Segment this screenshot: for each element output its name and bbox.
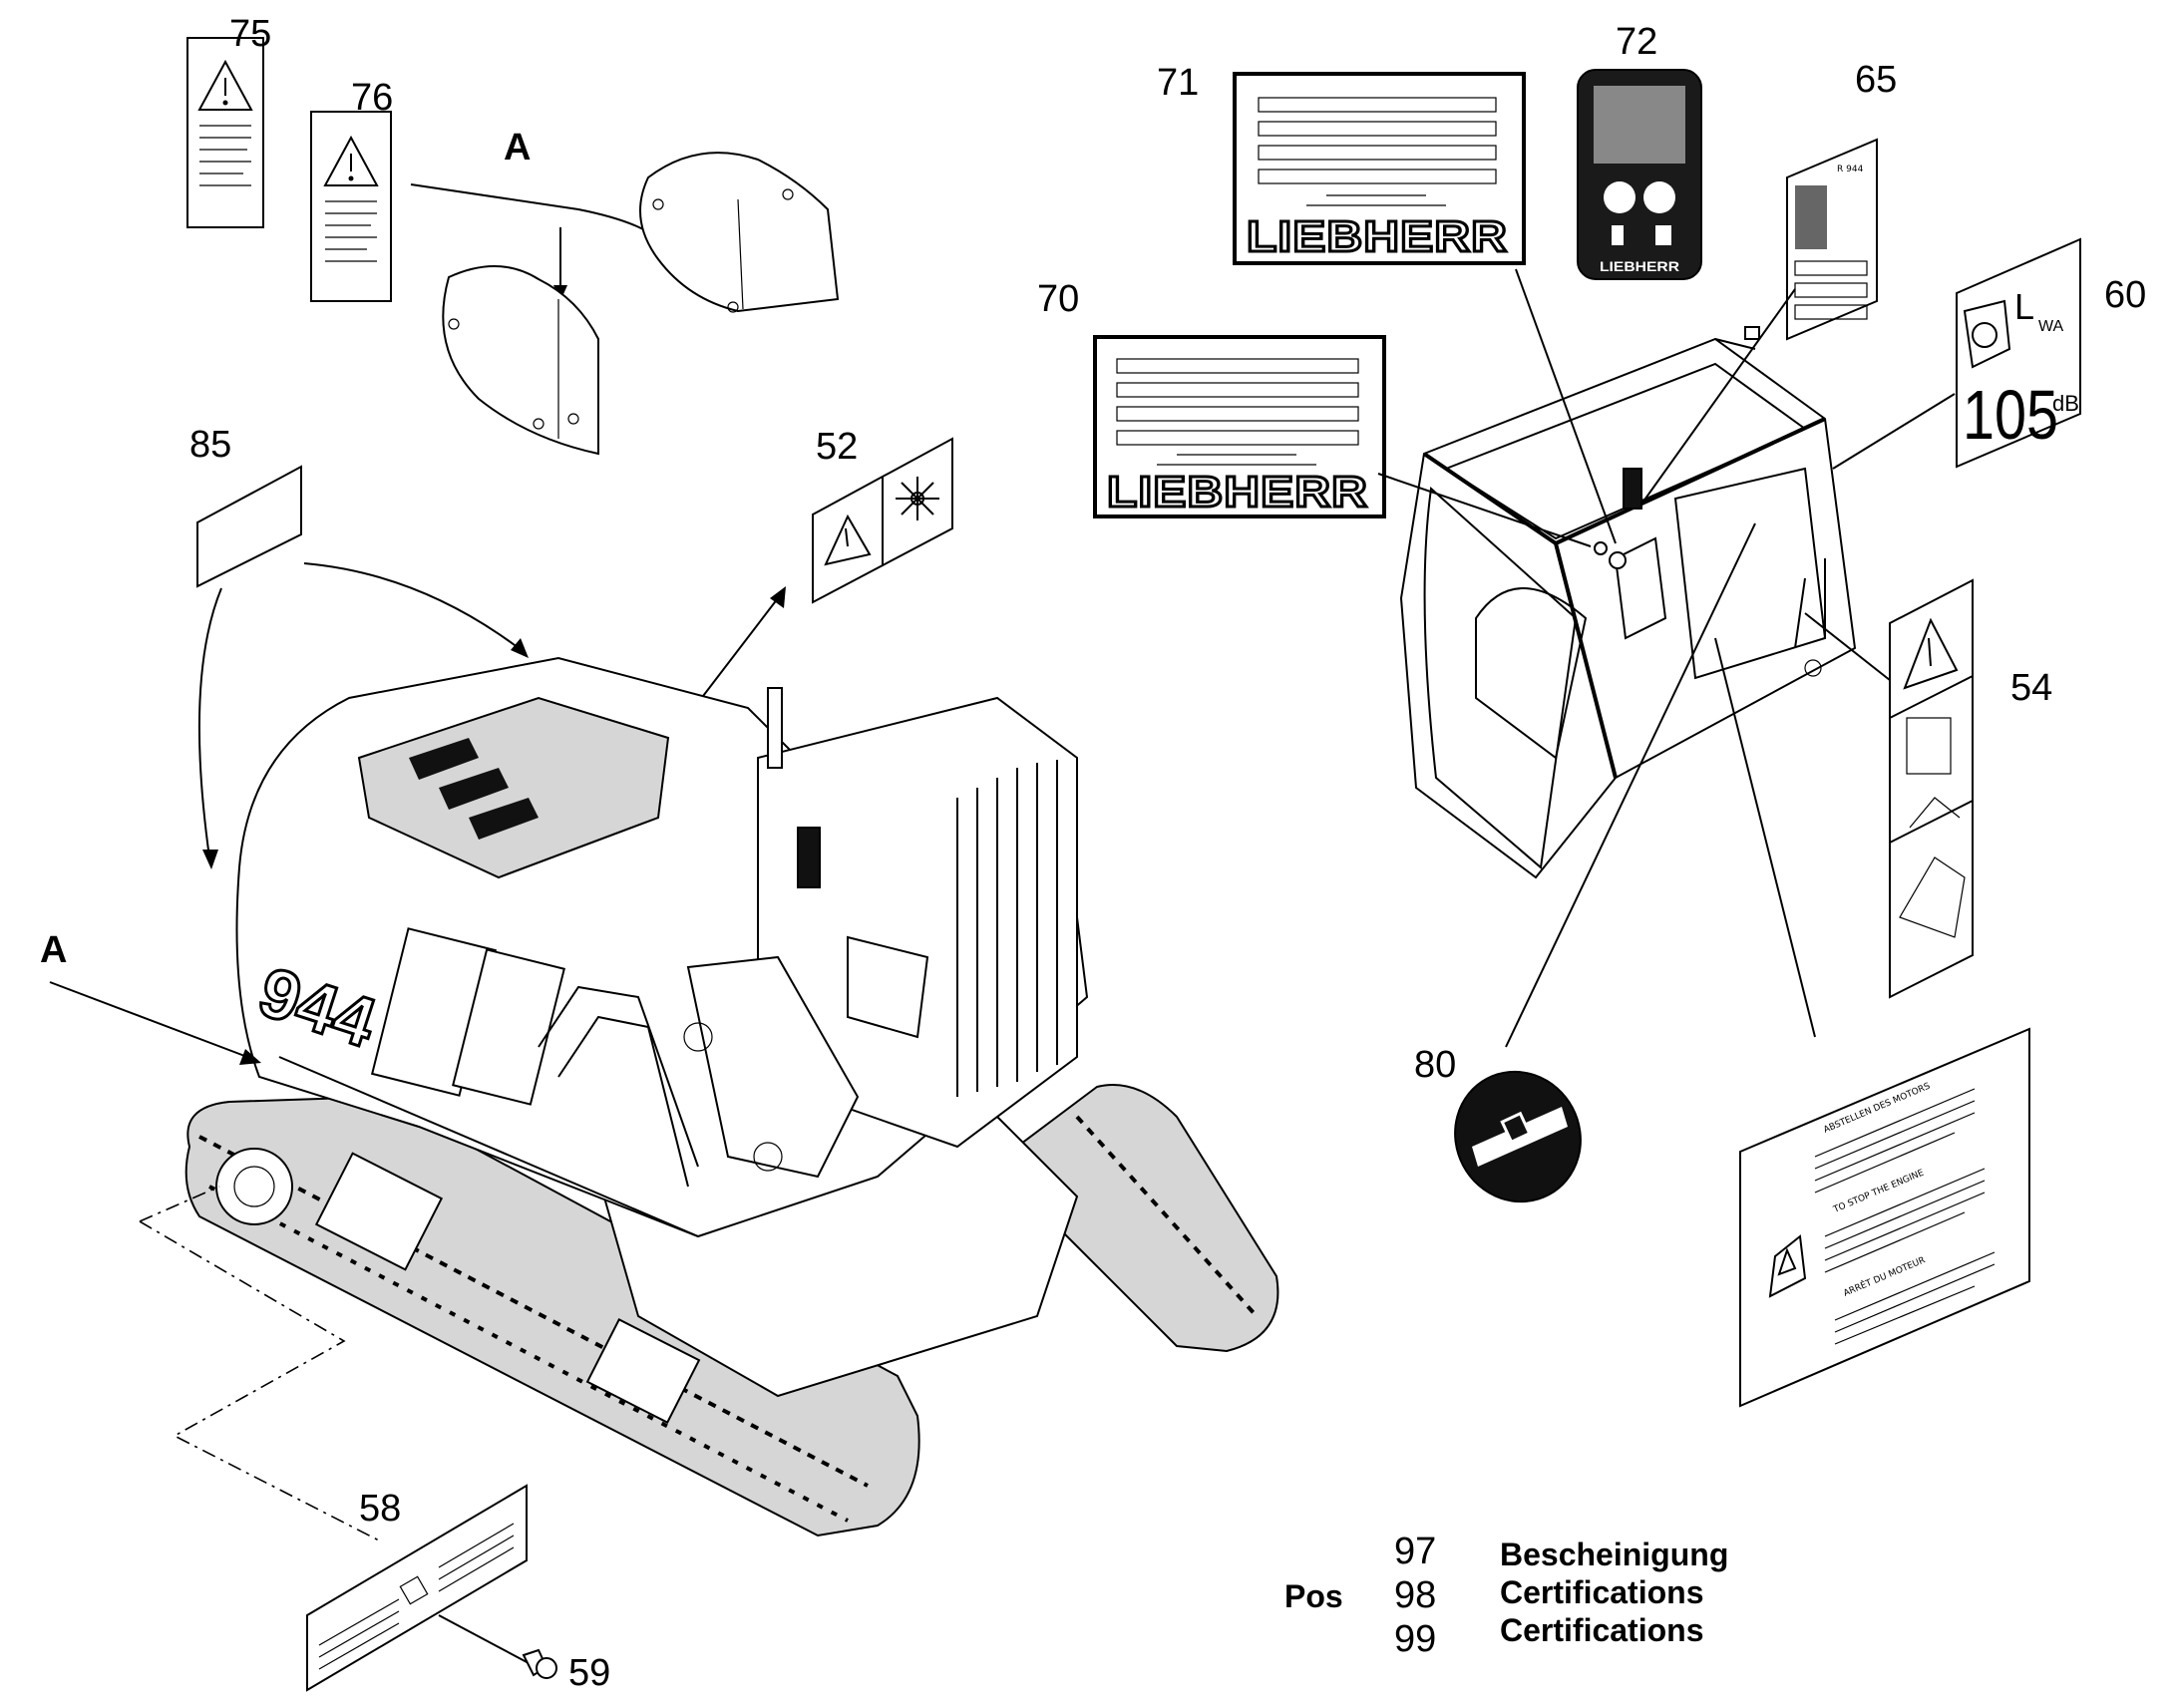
- svg-text:LIEBHERR: LIEBHERR: [1600, 258, 1679, 274]
- decal-80: [1454, 1070, 1582, 1203]
- decal-54: [1889, 578, 1974, 999]
- guard-plate-lower: [442, 265, 599, 456]
- callout-65: 65: [1855, 59, 1897, 101]
- legend-num-98: 98: [1394, 1574, 1436, 1616]
- legend-num-99: 99: [1394, 1618, 1436, 1660]
- cab-illustration: [1399, 326, 1857, 879]
- plate-85: [196, 465, 302, 588]
- warning-sheet-75: [186, 37, 264, 228]
- legend-text-97: Bescheinigung: [1500, 1537, 1728, 1572]
- warning-sheet-76: [310, 111, 392, 302]
- svg-text:WA: WA: [2038, 318, 2064, 335]
- callout-70: 70: [1037, 278, 1079, 320]
- plate-71: LIEBHERR: [1233, 72, 1526, 265]
- callout-75: 75: [229, 13, 271, 55]
- svg-text:R 944: R 944: [1837, 165, 1864, 174]
- callout-76: 76: [351, 77, 393, 119]
- rivet-head-59: [536, 1657, 557, 1679]
- decal-60-sound-level: L WA 105 dB: [1956, 237, 2081, 469]
- callout-60: 60: [2104, 274, 2146, 316]
- leader-view-a: [410, 183, 659, 240]
- callout-52: 52: [816, 426, 858, 468]
- callout-71: 71: [1157, 62, 1199, 104]
- leader-85-a: [303, 562, 520, 649]
- decal-65: R 944: [1786, 138, 1878, 341]
- plate-58: [306, 1484, 528, 1692]
- legend-text-99: Certifications: [1500, 1612, 1703, 1648]
- svg-text:105: 105: [1963, 376, 2058, 454]
- excavator-illustration: 944: [184, 656, 1279, 1537]
- arrow-view-a: [49, 981, 248, 1058]
- callout-72: 72: [1616, 21, 1657, 63]
- decal-52: [812, 437, 953, 604]
- legend: Pos 97 98 99 Bescheinigung Certification…: [1284, 1531, 1728, 1660]
- callout-58: 58: [359, 1488, 401, 1530]
- guard-plate-upper: [639, 152, 840, 313]
- callout-54: 54: [2010, 667, 2052, 709]
- cab-leaders: [1377, 268, 1956, 1048]
- decal-72: LIEBHERR: [1577, 69, 1702, 280]
- view-letter-left: A: [40, 929, 67, 971]
- callout-80: 80: [1414, 1044, 1456, 1086]
- callout-59: 59: [568, 1652, 610, 1694]
- decal-57: ABSTELLEN DES MOTORS TO STOP THE ENGINE …: [1739, 1027, 2030, 1408]
- svg-text:dB: dB: [2052, 391, 2079, 416]
- legend-num-97: 97: [1394, 1531, 1436, 1572]
- svg-text:LIEBHERR: LIEBHERR: [1247, 212, 1508, 261]
- view-letter-top: A: [504, 127, 531, 169]
- leader-85-b: [197, 587, 222, 858]
- rivet-59: [438, 1614, 530, 1664]
- phantom-line-58: [139, 1186, 380, 1541]
- callout-85: 85: [189, 424, 231, 466]
- plate-70: LIEBHERR: [1093, 335, 1386, 518]
- svg-text:LIEBHERR: LIEBHERR: [1107, 468, 1368, 516]
- svg-text:L: L: [2014, 286, 2034, 327]
- legend-pos-label: Pos: [1284, 1578, 1343, 1614]
- legend-text-98: Certifications: [1500, 1574, 1703, 1610]
